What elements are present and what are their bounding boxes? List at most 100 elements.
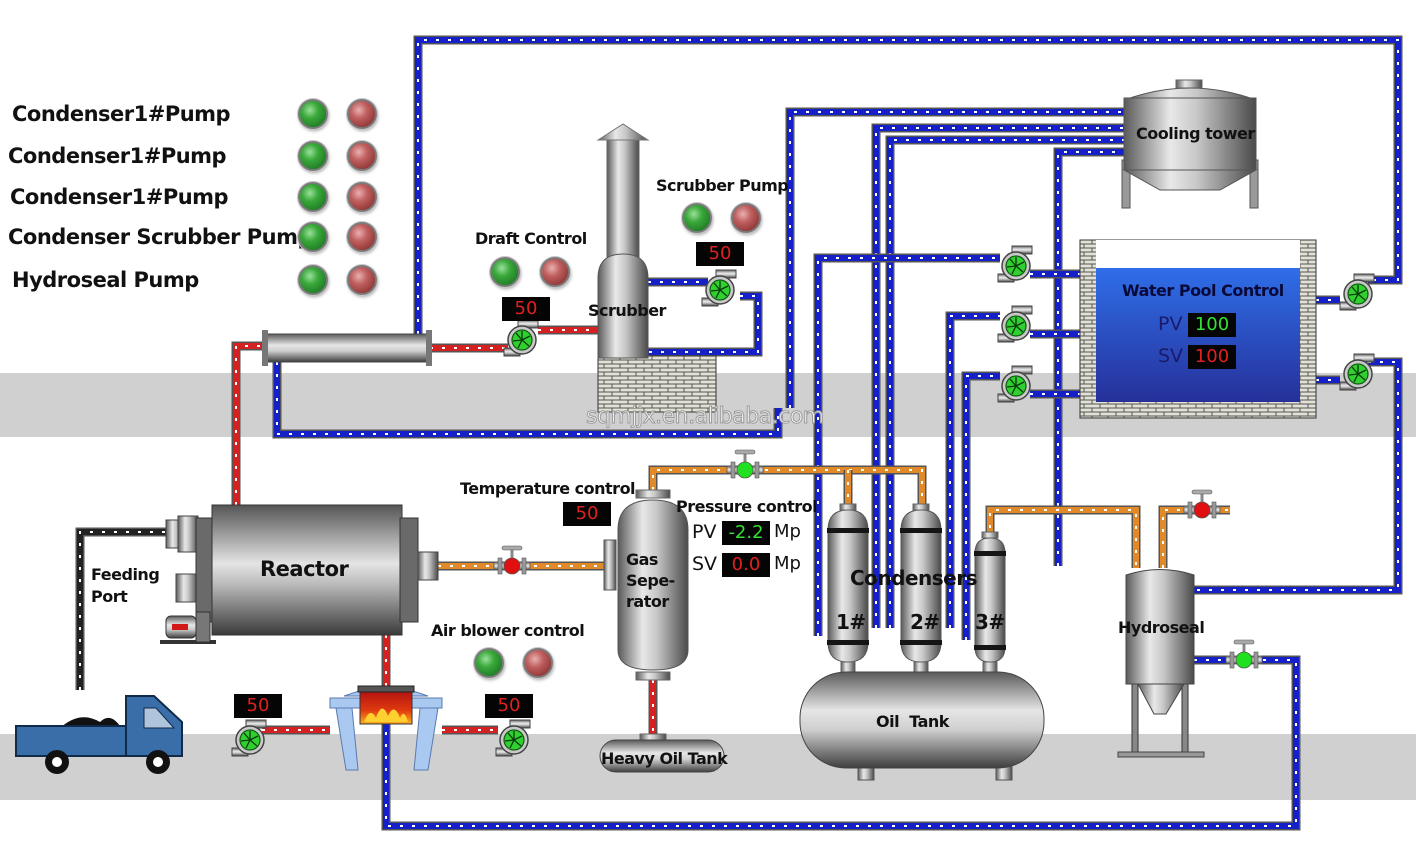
hydroseal-outlet-valve-icon[interactable] bbox=[1225, 639, 1263, 669]
pressure-control-label: Pressure control bbox=[676, 497, 818, 516]
condenser-pump-2-icon[interactable] bbox=[997, 305, 1033, 343]
air-blower-label: Air blower control bbox=[431, 621, 585, 640]
feed-pipe bbox=[75, 527, 168, 690]
draft-control-run-lamp[interactable] bbox=[490, 257, 520, 287]
water-pipe-cond2 bbox=[945, 311, 1000, 628]
water-pool-pv-display[interactable]: 100 bbox=[1188, 313, 1236, 337]
reactor[interactable] bbox=[160, 504, 439, 644]
heavy-oil-tank[interactable] bbox=[599, 733, 725, 773]
watermark: sqmjjx.en.alibaba.com bbox=[586, 404, 825, 430]
condenser-1[interactable] bbox=[827, 503, 869, 675]
pump-stop-lamp[interactable] bbox=[347, 265, 377, 295]
valve-group bbox=[493, 449, 1263, 669]
water-pipe-hydroseal-return bbox=[1194, 357, 1403, 595]
scrubber-label: Scrubber bbox=[588, 301, 666, 320]
gas-line-valve-icon[interactable] bbox=[726, 449, 764, 479]
condenser-2[interactable] bbox=[900, 503, 942, 675]
cooling-tower-label: Cooling tower bbox=[1136, 124, 1255, 143]
pressure-sv-label: SV bbox=[692, 553, 718, 575]
draft-control-label: Draft Control bbox=[475, 229, 587, 248]
gas-separator-label-line1: Gas bbox=[626, 550, 658, 569]
gas-separator-label-line2: Sepe- bbox=[626, 571, 675, 590]
pump-stop-lamp[interactable] bbox=[347, 141, 377, 171]
furnace bbox=[329, 685, 443, 771]
pressure-pv-display[interactable]: -2.2 bbox=[722, 521, 770, 545]
oil-pipe-condenser-3 bbox=[985, 505, 1141, 568]
temperature-control-label: Temperature control bbox=[460, 479, 636, 498]
oil-pipe-hydroseal-vent bbox=[1158, 505, 1230, 568]
water-pool-label: Water Pool Control bbox=[1122, 281, 1284, 300]
pump-run-lamp[interactable] bbox=[298, 182, 328, 212]
pressure-pv-unit: Mp bbox=[774, 521, 801, 542]
feeding-port-label-line1: Feeding bbox=[91, 565, 160, 584]
pump-run-lamp[interactable] bbox=[298, 222, 328, 252]
water-pipe-heat-exchanger-return bbox=[272, 362, 783, 439]
condenser-2-label: 2# bbox=[910, 610, 940, 634]
gas-separator-label-line3: rator bbox=[626, 592, 669, 611]
water-pipe-cooling-2 bbox=[871, 123, 1124, 628]
heavy-oil-tank-label: Heavy Oil Tank bbox=[601, 749, 728, 768]
hydroseal-tank[interactable] bbox=[1117, 569, 1205, 758]
pump-panel-label: Condenser1#Pump bbox=[10, 185, 229, 209]
feed-truck-icon bbox=[15, 695, 183, 774]
pipe-network bbox=[75, 35, 1403, 831]
hydroseal-vent-valve-icon[interactable] bbox=[1183, 489, 1221, 519]
hydroseal-label: Hydroseal bbox=[1118, 618, 1205, 637]
air-blower-run-lamp[interactable] bbox=[474, 648, 504, 678]
scrubber-pump-run-lamp[interactable] bbox=[682, 203, 712, 233]
temperature-control-display[interactable]: 50 bbox=[563, 502, 611, 526]
water-pipe-cond3 bbox=[961, 371, 1000, 640]
pump-run-lamp[interactable] bbox=[298, 265, 328, 295]
scrubber-pump-display[interactable]: 50 bbox=[696, 242, 744, 266]
condensers-label: Condensers bbox=[850, 566, 978, 590]
oil-tank[interactable] bbox=[799, 671, 1045, 781]
condenser-3[interactable] bbox=[974, 531, 1006, 675]
scrubber-pump-icon[interactable] bbox=[701, 269, 737, 307]
pressure-sv-display[interactable]: 0.0 bbox=[722, 553, 770, 577]
scrubber-pump-label: Scrubber Pump bbox=[656, 176, 789, 195]
reactor-motor-icon bbox=[160, 611, 216, 644]
draft-control-display[interactable]: 50 bbox=[502, 297, 550, 321]
water-pipe-cooling-1 bbox=[785, 107, 1124, 408]
air-blower-left-display[interactable]: 50 bbox=[234, 694, 282, 718]
pressure-sv-unit: Mp bbox=[774, 553, 801, 574]
pump-panel-label: Condenser1#Pump bbox=[12, 102, 231, 126]
hot-pipe-reactor-up bbox=[231, 341, 264, 505]
condenser-group bbox=[827, 503, 1006, 675]
chimney-cap bbox=[596, 123, 650, 141]
air-blower-right-display[interactable]: 50 bbox=[485, 694, 533, 718]
water-pipe-cooling-3 bbox=[885, 135, 1124, 628]
water-pipe-cond1 bbox=[813, 253, 1000, 636]
reactor-outlet-valve-icon[interactable] bbox=[493, 545, 531, 575]
pump-panel-label: Condenser1#Pump bbox=[8, 144, 227, 168]
water-pipe-top-loop bbox=[413, 35, 1403, 334]
pool-pump-right-1-icon[interactable] bbox=[1339, 273, 1375, 311]
gas-separator[interactable] bbox=[603, 489, 689, 681]
oil-pipe-separator-condensers bbox=[648, 465, 927, 510]
draft-pump-icon[interactable] bbox=[503, 319, 539, 357]
pump-run-lamp[interactable] bbox=[298, 99, 328, 129]
pump-stop-lamp[interactable] bbox=[347, 222, 377, 252]
water-pipe-scrubber-return bbox=[648, 291, 763, 357]
feeding-port-label-line2: Port bbox=[91, 587, 128, 606]
pump-panel-label: Hydroseal Pump bbox=[12, 268, 199, 292]
water-pool-sv-display[interactable]: 100 bbox=[1188, 345, 1236, 369]
cooling-tower[interactable] bbox=[1121, 79, 1259, 209]
condenser-3-label: 3# bbox=[975, 610, 1005, 634]
heat-exchanger bbox=[262, 330, 432, 366]
scrubber-pump-stop-lamp[interactable] bbox=[731, 203, 761, 233]
reactor-label: Reactor bbox=[260, 557, 349, 581]
scrubber-unit[interactable] bbox=[596, 123, 717, 413]
air-blower-stop-lamp[interactable] bbox=[523, 648, 553, 678]
water-pipe-bottom-loop bbox=[381, 655, 1301, 831]
pump-stop-lamp[interactable] bbox=[347, 182, 377, 212]
pump-stop-lamp[interactable] bbox=[347, 99, 377, 129]
pressure-pv-label: PV bbox=[692, 521, 717, 543]
water-pool-pv-label: PV bbox=[1158, 313, 1183, 335]
draft-control-stop-lamp[interactable] bbox=[540, 257, 570, 287]
condenser-pump-1-icon[interactable] bbox=[997, 245, 1033, 283]
pump-run-lamp[interactable] bbox=[298, 141, 328, 171]
water-pipe-cooling-4 bbox=[1053, 147, 1124, 566]
feeding-port-label: Feeding Port bbox=[91, 564, 160, 608]
